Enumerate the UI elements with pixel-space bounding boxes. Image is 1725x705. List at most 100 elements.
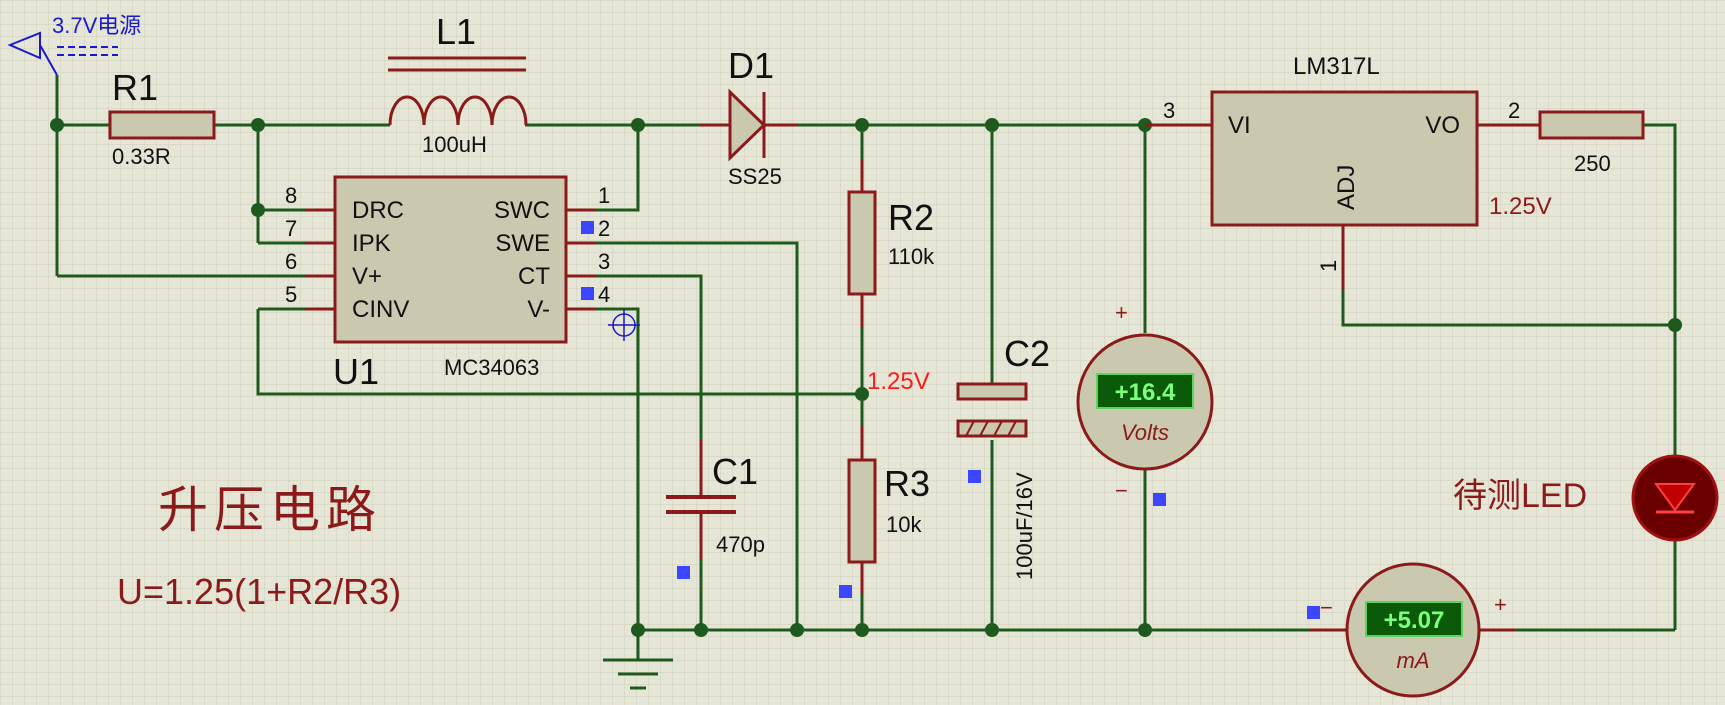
ammeter-minus: − [1320,595,1333,620]
led-triangle [1654,483,1696,512]
c1-ref: C1 [712,451,758,492]
capacitor-c2[interactable]: C2 100uF/16V [956,333,1050,580]
junction-dot [855,623,869,637]
probe-markers [581,221,1320,619]
r2-value: 110k [888,244,935,269]
r1-value: 0.33R [112,144,171,169]
u1-pin-num-4: 4 [598,282,610,307]
lm317-out-voltage: 1.25V [1489,193,1552,220]
ic-u1[interactable]: DRC IPK V+ CINV SWC SWE CT V- 8 7 6 5 1 … [285,175,610,392]
circuit-formula: U=1.25(1+R2/R3) [117,571,401,612]
wire-r-out [1643,123,1677,455]
voltmeter-plus: + [1115,300,1128,325]
junction-dot [251,203,265,217]
u1-pin-num-1: 1 [598,183,610,208]
junction-dot [251,118,265,132]
probe-square [839,585,852,598]
l1-coil [388,95,528,126]
lm317-vo: VO [1425,112,1460,139]
u1-pin-num-7: 7 [285,216,297,241]
wire-cinv-feedback [256,309,862,396]
power-label: 3.7V电源 [52,13,141,38]
resistor-r1[interactable]: R1 0.33R [108,67,216,169]
ammeter-reading: +5.07 [1384,607,1445,634]
u1-pin-name-vplus: V+ [352,263,382,290]
r3-body [847,458,877,564]
r3-ref: R3 [884,463,930,504]
voltmeter-display [1096,373,1194,409]
lm317-pin-vi: 3 [1163,98,1175,123]
junction-dot [790,623,804,637]
junction-dot [631,118,645,132]
ammeter-plus: + [1494,592,1507,617]
junction-dot [855,118,869,132]
u1-ref: U1 [333,351,379,392]
feedback-voltage-label: 1.25V [867,368,930,395]
probe-square [1307,606,1320,619]
u1-pin-num-2: 2 [598,216,610,241]
u1-pin-name-vminus: V- [527,296,550,323]
d1-value: SS25 [728,164,782,189]
u1-body [333,175,568,344]
r1-body [108,110,216,140]
capacitor-c1[interactable]: C1 470p [666,440,765,560]
voltmeter-unit: Volts [1121,420,1169,445]
l1-value: 100uH [422,132,487,157]
junction-dot [694,623,708,637]
terminal-lead [39,44,58,76]
d1-ref: D1 [728,45,774,86]
l1-ref: L1 [436,11,476,52]
probe-square [968,470,981,483]
wire-pin2 [566,241,799,630]
u1-pin-name-cinv: CINV [352,296,409,323]
lm317-pin-adj: 1 [1316,260,1341,272]
ground-symbol [603,658,673,690]
wire-pin3 [566,274,703,488]
ammeter-unit: mA [1397,648,1430,673]
c2-value: 100uF/16V [1012,472,1037,580]
ammeter[interactable]: +5.07 mA − + [1310,562,1515,698]
junction-dot [1668,318,1682,332]
c1-value: 470p [716,532,765,557]
led-under-test[interactable]: 待测LED [1453,454,1719,542]
diode-d1[interactable]: D1 SS25 [700,45,798,189]
u1-pin-name-swc: SWC [494,197,550,224]
r3-value: 10k [886,512,922,537]
probe-square [1153,493,1166,506]
u1-pin-num-3: 3 [598,249,610,274]
u1-pin-num-8: 8 [285,183,297,208]
junction-dot [50,118,64,132]
r-out-body [1538,110,1645,140]
voltmeter[interactable]: +16.4 Volts + − [1076,300,1214,503]
ammeter-display [1365,601,1463,637]
u1-pin-num-5: 5 [285,282,297,307]
junction-dot [985,623,999,637]
power-terminal[interactable]: 3.7V电源 [7,13,141,76]
r2-ref: R2 [888,197,934,238]
lm317-pin-vo: 2 [1508,98,1520,123]
led-label: 待测LED [1453,477,1587,515]
lm317-part: LM317L [1293,53,1380,80]
lm317-body [1210,90,1479,227]
wires [55,75,1677,660]
junction-dot [631,623,645,637]
voltmeter-reading: +16.4 [1115,379,1176,406]
lm317-adj: ADJ [1333,165,1360,210]
u1-pin-name-ipk: IPK [352,230,391,257]
u1-pin-name-drc: DRC [352,197,404,224]
resistor-r2[interactable]: R2 110k [847,160,935,328]
lm317-vi: VI [1228,112,1251,139]
crosshair-cursor-icon [608,309,640,341]
resistor-r-out[interactable]: 250 [1538,110,1645,176]
junctions [50,118,1682,637]
c2-plate-top [956,382,1028,401]
junction-dot [855,387,869,401]
junction-dot [985,118,999,132]
r2-body [847,190,877,296]
probe-square [581,221,594,234]
probe-square [677,566,690,579]
regulator-lm317[interactable]: LM317L VI VO ADJ 3 2 1 1.25V [1145,53,1552,290]
resistor-r3[interactable]: R3 10k [847,426,930,594]
inductor-l1[interactable]: L1 100uH [388,11,528,157]
